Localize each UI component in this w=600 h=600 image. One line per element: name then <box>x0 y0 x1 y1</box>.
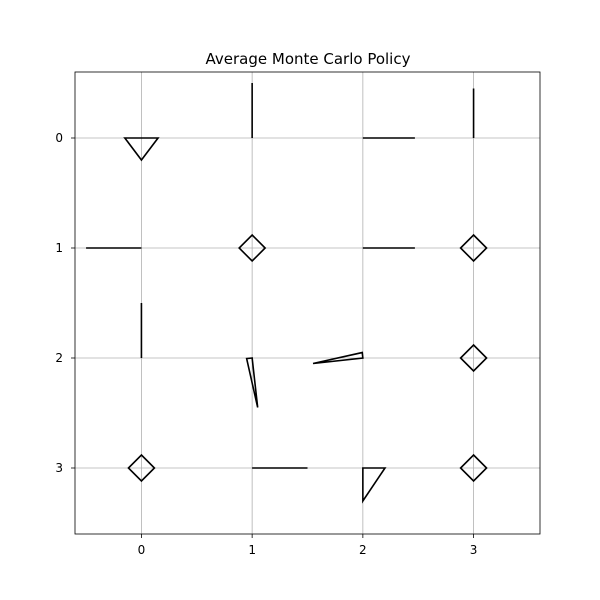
policy-mark-r0-c0 <box>123 137 160 162</box>
policy-mark-r1-c3 <box>459 233 488 263</box>
chart-title: Average Monte Carlo Policy <box>206 50 411 68</box>
x-tick-label: 3 <box>470 543 478 557</box>
grid-lines <box>75 72 540 534</box>
x-tick-label: 1 <box>248 543 256 557</box>
y-tick-label: 1 <box>55 241 63 255</box>
axis-ticks: 0 1 2 3 0 1 2 3 <box>55 131 477 557</box>
policy-mark-r2-c1 <box>245 357 259 408</box>
policy-mark-r1-c1 <box>238 233 267 263</box>
policy-mark-r2-c3 <box>459 343 488 373</box>
policy-mark-r2-c2 <box>312 351 364 365</box>
x-tick-label: 2 <box>359 543 367 557</box>
y-tick-label: 0 <box>55 131 63 145</box>
policy-marks <box>86 83 488 504</box>
x-tick-label: 0 <box>138 543 146 557</box>
policy-mark-r3-c3 <box>459 453 488 483</box>
y-tick-label: 3 <box>55 461 63 475</box>
policy-mark-r3-c0 <box>127 453 156 483</box>
plot-frame <box>74 71 541 535</box>
policy-mark-r3-c2 <box>362 467 387 504</box>
y-tick-label: 2 <box>55 351 63 365</box>
